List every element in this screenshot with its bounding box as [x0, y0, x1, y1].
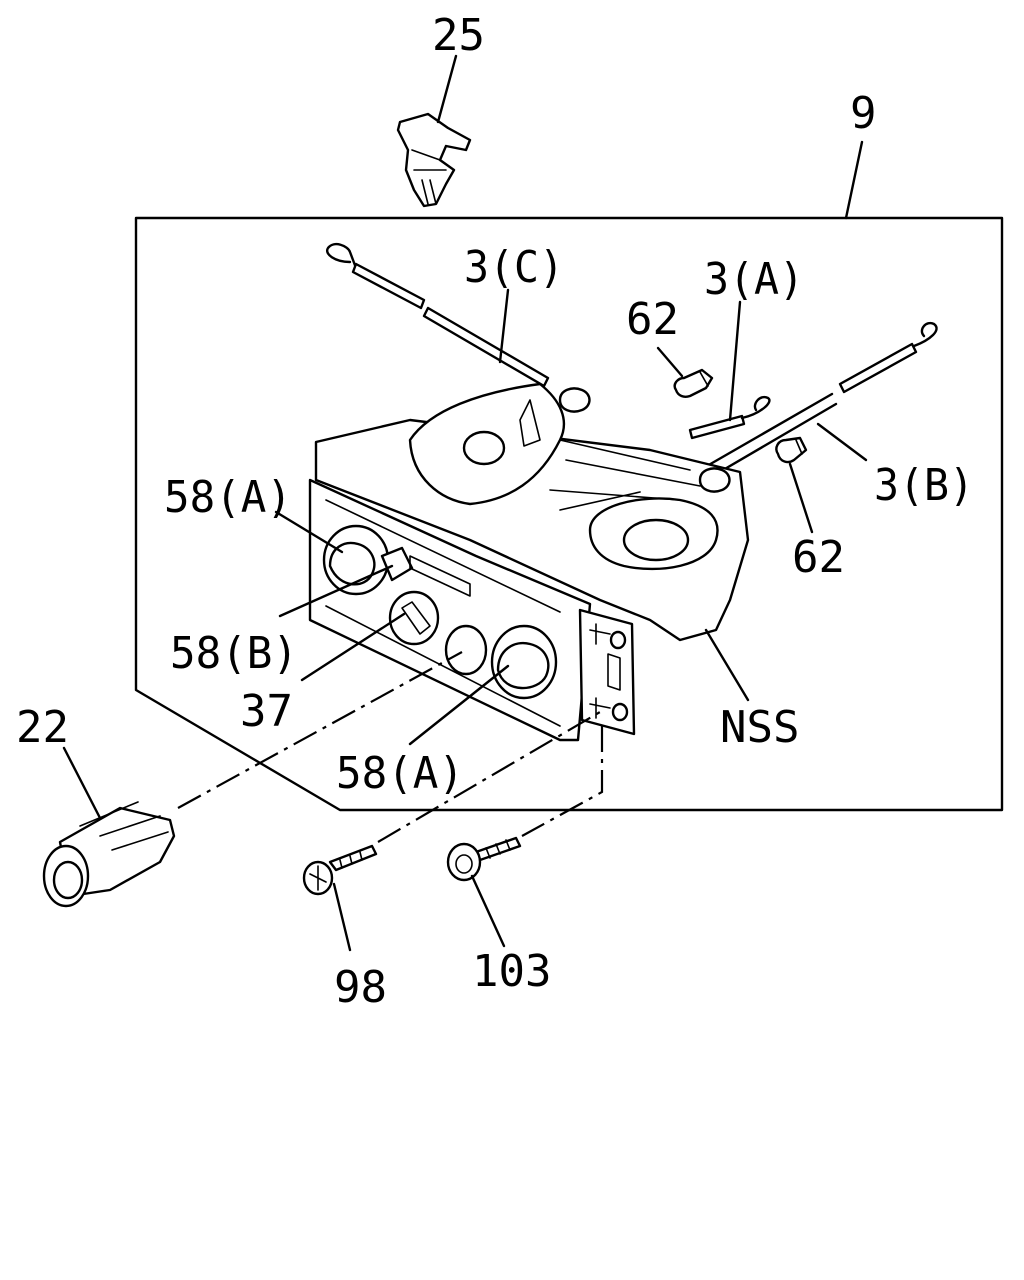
leader-98 — [332, 882, 352, 952]
leader-37 — [300, 612, 406, 682]
leader-103 — [470, 874, 506, 948]
label-3b: 3(B) — [874, 460, 974, 511]
heater-control-assembly — [308, 382, 750, 742]
label-58b: 58(B) — [170, 628, 298, 679]
label-nss: NSS — [720, 702, 799, 753]
leader-nss — [704, 628, 750, 702]
leader-58a-bottom — [408, 664, 510, 746]
screw-part-103 — [446, 836, 522, 882]
leader-9 — [844, 140, 864, 220]
label-25: 25 — [432, 10, 485, 61]
pin-62-lower — [775, 436, 808, 464]
pin-62-upper — [673, 368, 714, 398]
label-98: 98 — [334, 962, 387, 1013]
label-37: 37 — [240, 686, 293, 737]
leader-3c — [498, 288, 510, 364]
label-103: 103 — [472, 946, 551, 997]
leader-62-lower — [788, 462, 814, 534]
switch-part-22 — [42, 801, 176, 908]
leader-58b — [278, 564, 394, 618]
label-62-lower: 62 — [792, 532, 845, 583]
clip-part-25 — [396, 112, 472, 208]
label-3c: 3(C) — [464, 242, 564, 293]
leader-22 — [62, 746, 102, 820]
label-9: 9 — [850, 88, 877, 139]
leader-3a — [728, 300, 742, 422]
install-line-screw-103 — [521, 726, 604, 837]
label-22: 22 — [16, 702, 69, 753]
label-58a-top: 58(A) — [164, 472, 292, 523]
leader-62-upper — [656, 346, 684, 378]
assembly-outline — [134, 216, 1004, 812]
label-3a: 3(A) — [704, 254, 804, 305]
label-58a-bottom: 58(A) — [336, 748, 464, 799]
leader-58a-top — [274, 510, 344, 554]
cable-3a — [688, 395, 771, 440]
install-line-switch — [177, 651, 463, 809]
screw-part-98 — [302, 844, 378, 896]
leader-25 — [436, 54, 458, 124]
cable-3b — [698, 321, 938, 482]
label-62-upper: 62 — [626, 294, 679, 345]
leader-3b — [816, 422, 868, 462]
